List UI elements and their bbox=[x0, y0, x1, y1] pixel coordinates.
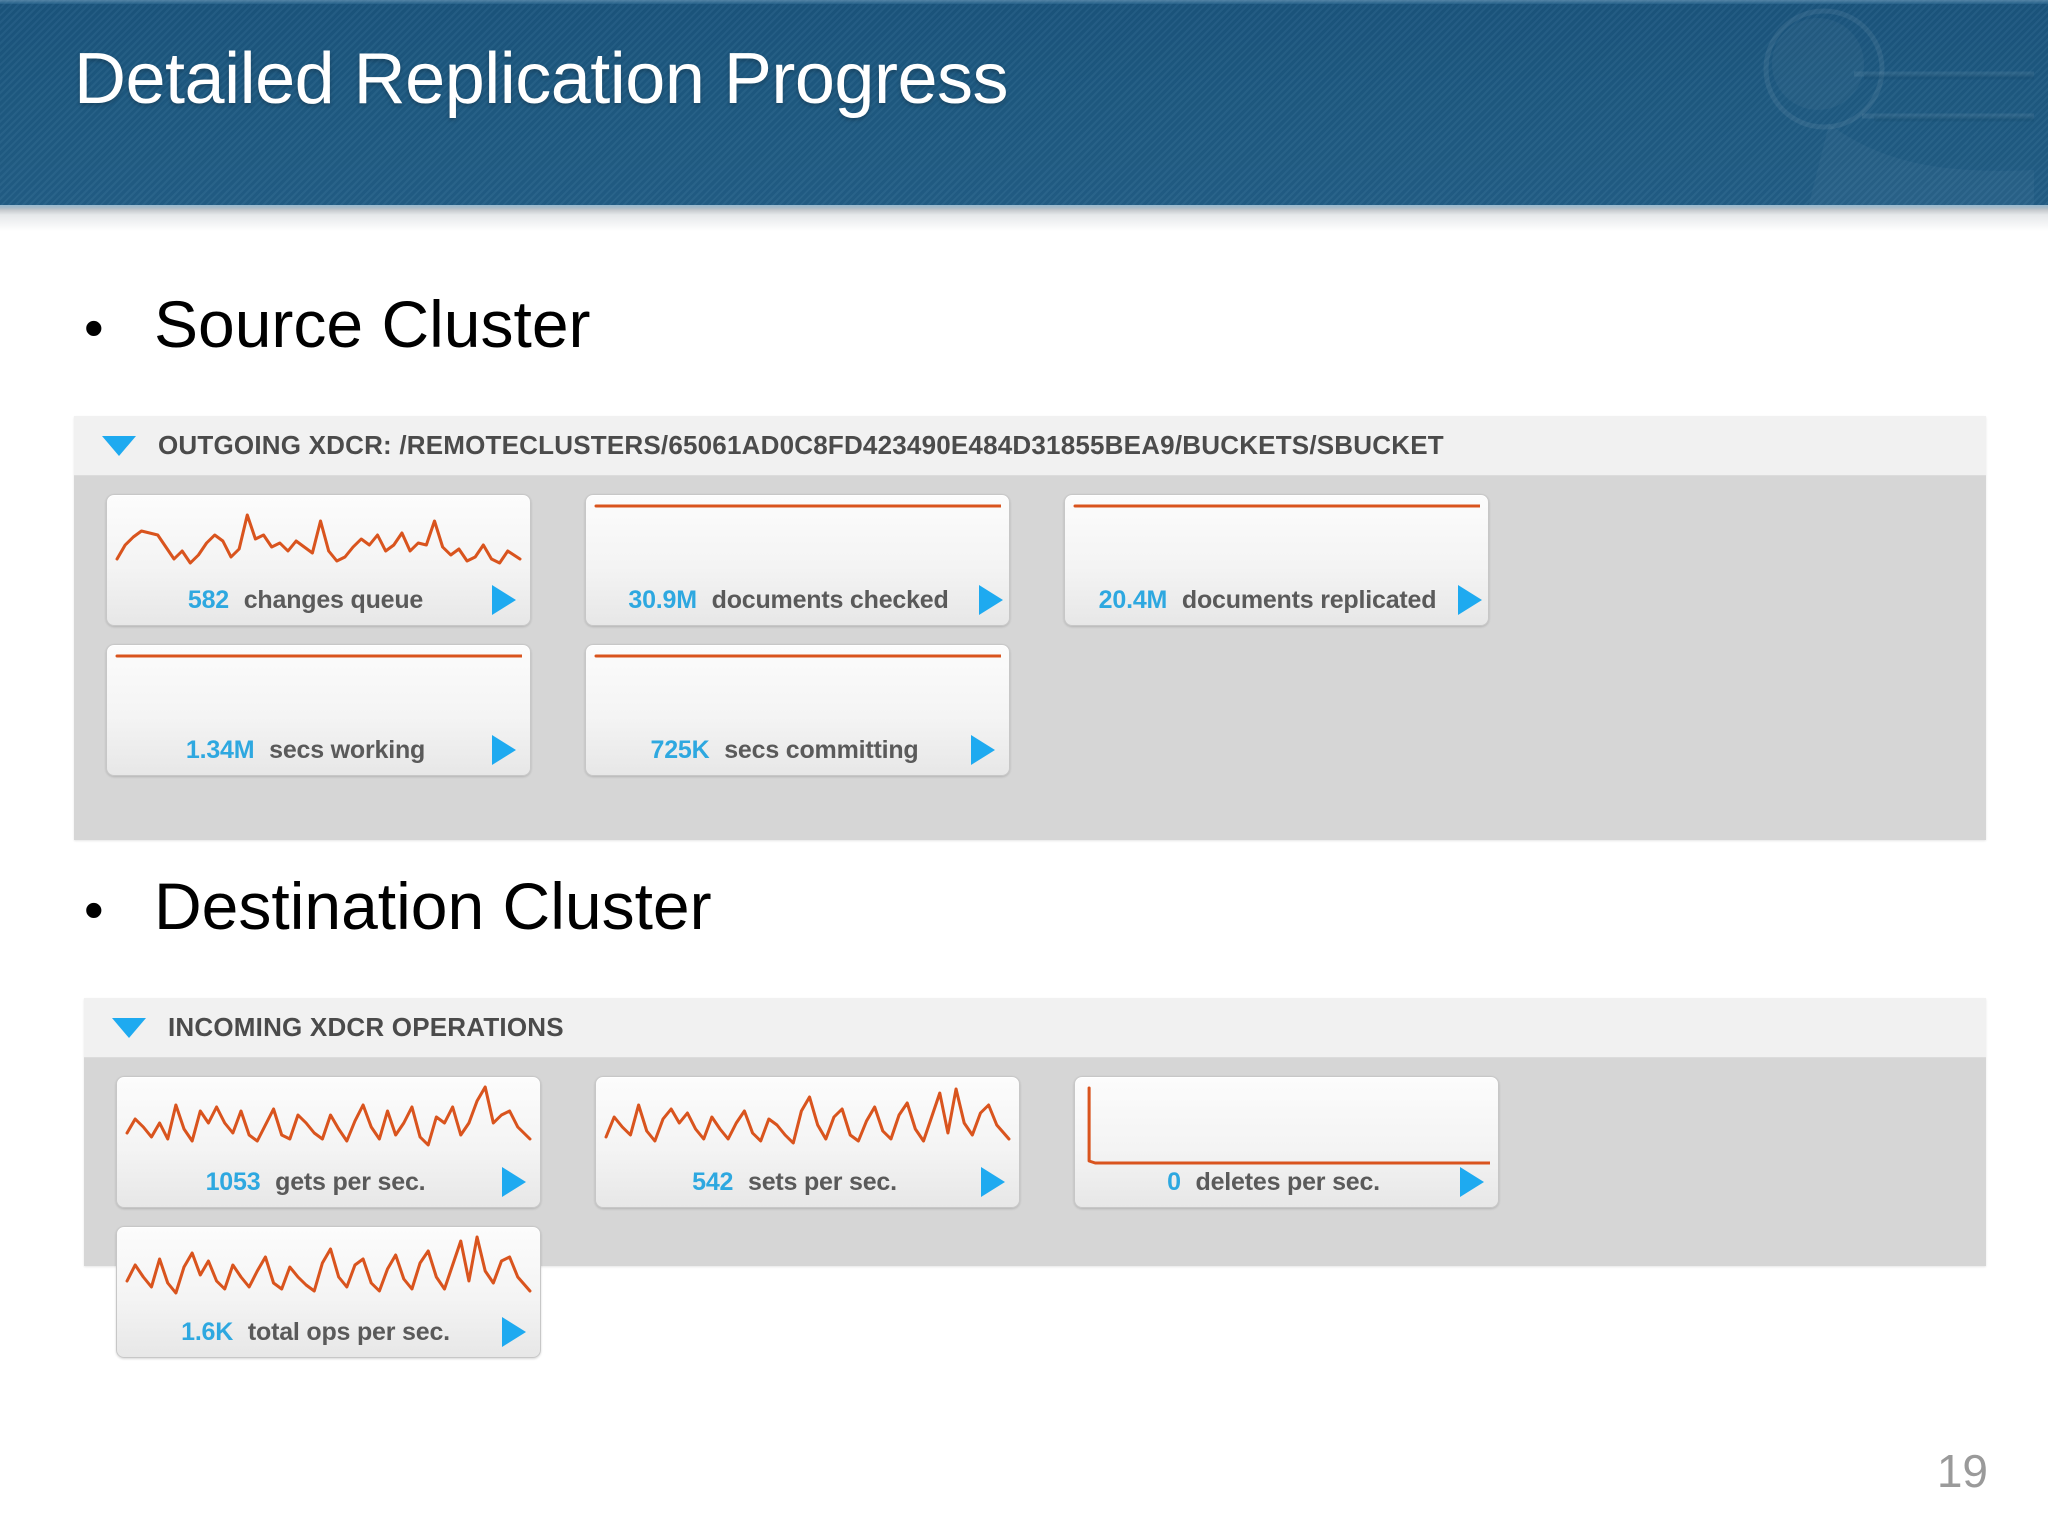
sparkline-documents-replicated bbox=[1073, 501, 1480, 585]
bullet-marker-icon: • bbox=[84, 878, 104, 941]
stat-tile-sets-per-sec-label: 542 sets per sec. bbox=[614, 1168, 975, 1197]
expand-arrow-icon[interactable] bbox=[492, 735, 516, 765]
page-title: Detailed Replication Progress bbox=[74, 39, 1008, 119]
page-number: 19 bbox=[1936, 1445, 1988, 1497]
stat-tile-changes-queue-label: 582 changes queue bbox=[125, 586, 486, 615]
stat-tile-secs-working[interactable]: 1.34M secs working bbox=[106, 644, 531, 776]
stat-tile-secs-working-footer: 1.34M secs working bbox=[107, 735, 530, 765]
panel-incoming-xdcr-title: INCOMING XDCR OPERATIONS bbox=[168, 1012, 564, 1042]
stat-tile-sets-per-sec-value: 542 bbox=[692, 1167, 740, 1196]
stat-tile-changes-queue-value: 582 bbox=[187, 585, 236, 614]
caret-down-icon[interactable] bbox=[112, 1017, 146, 1038]
stat-tile-documents-replicated-footer: 20.4M documents replicated bbox=[1065, 585, 1488, 615]
stat-tile-documents-checked[interactable]: 30.9M documents checked bbox=[585, 494, 1010, 626]
sparkline-documents-checked bbox=[594, 501, 1001, 585]
stat-tile-secs-committing-footer: 725K secs committing bbox=[586, 735, 1009, 765]
bullet-marker-icon: • bbox=[84, 296, 104, 359]
stat-tile-total-ops-per-sec[interactable]: 1.6K total ops per sec. bbox=[116, 1226, 541, 1358]
expand-arrow-icon[interactable] bbox=[971, 735, 995, 765]
stat-tile-gets-per-sec-text: gets per sec. bbox=[275, 1167, 426, 1196]
stat-tile-deletes-per-sec-footer: 0 deletes per sec. bbox=[1075, 1167, 1498, 1197]
sparkline-total-ops-per-sec bbox=[125, 1233, 532, 1317]
panel-outgoing-xdcr: OUTGOING XDCR: /REMOTECLUSTERS/65061AD0C… bbox=[74, 416, 1986, 840]
header-drop-shadow bbox=[0, 205, 2048, 231]
bullet-destination-cluster-label: Destination Cluster bbox=[154, 869, 712, 943]
stat-tile-secs-committing-value: 725K bbox=[650, 735, 717, 764]
stat-tile-sets-per-sec-text: sets per sec. bbox=[747, 1167, 897, 1196]
expand-arrow-icon[interactable] bbox=[502, 1317, 526, 1347]
stat-tile-documents-replicated[interactable]: 20.4M documents replicated bbox=[1064, 494, 1489, 626]
stat-tile-documents-checked-label: 30.9M documents checked bbox=[604, 586, 973, 615]
stat-tile-total-ops-per-sec-footer: 1.6K total ops per sec. bbox=[117, 1317, 540, 1347]
caret-down-icon[interactable] bbox=[102, 435, 136, 456]
stat-tile-gets-per-sec[interactable]: 1053 gets per sec. bbox=[116, 1076, 541, 1208]
stat-tile-secs-working-value: 1.34M bbox=[185, 735, 262, 764]
stat-tile-gets-per-sec-footer: 1053 gets per sec. bbox=[117, 1167, 540, 1197]
stat-tile-gets-per-sec-value: 1053 bbox=[205, 1167, 268, 1196]
stat-tile-total-ops-per-sec-label: 1.6K total ops per sec. bbox=[135, 1318, 496, 1347]
panel-outgoing-xdcr-title: OUTGOING XDCR: /REMOTECLUSTERS/65061AD0C… bbox=[158, 430, 1444, 460]
stat-tile-deletes-per-sec-label: 0 deletes per sec. bbox=[1093, 1168, 1454, 1197]
expand-arrow-icon[interactable] bbox=[981, 1167, 1005, 1197]
stat-tile-secs-committing-text: secs committing bbox=[724, 735, 919, 764]
stat-tile-documents-checked-text: documents checked bbox=[711, 585, 949, 614]
panel-outgoing-xdcr-body: 582 changes queue 30.9M documents checke… bbox=[74, 476, 1986, 814]
panel-outgoing-xdcr-header[interactable]: OUTGOING XDCR: /REMOTECLUSTERS/65061AD0C… bbox=[74, 416, 1986, 476]
stat-tile-changes-queue[interactable]: 582 changes queue bbox=[106, 494, 531, 626]
stat-tile-documents-checked-footer: 30.9M documents checked bbox=[586, 585, 1009, 615]
stat-tile-deletes-per-sec[interactable]: 0 deletes per sec. bbox=[1074, 1076, 1499, 1208]
expand-arrow-icon[interactable] bbox=[502, 1167, 526, 1197]
sparkline-sets-per-sec bbox=[604, 1083, 1011, 1167]
panel-incoming-xdcr-header[interactable]: INCOMING XDCR OPERATIONS bbox=[84, 998, 1986, 1058]
expand-arrow-icon[interactable] bbox=[1458, 585, 1482, 615]
sparkline-changes-queue bbox=[115, 501, 522, 585]
slide-header-band: Detailed Replication Progress bbox=[0, 0, 2048, 205]
stat-tile-deletes-per-sec-value: 0 bbox=[1167, 1167, 1188, 1196]
stat-tile-documents-replicated-label: 20.4M documents replicated bbox=[1083, 586, 1452, 615]
expand-arrow-icon[interactable] bbox=[492, 585, 516, 615]
sparkline-deletes-per-sec bbox=[1083, 1083, 1490, 1167]
stat-tile-secs-committing[interactable]: 725K secs committing bbox=[585, 644, 1010, 776]
stat-tile-gets-per-sec-label: 1053 gets per sec. bbox=[135, 1168, 496, 1197]
stat-tile-changes-queue-footer: 582 changes queue bbox=[107, 585, 530, 615]
expand-arrow-icon[interactable] bbox=[1460, 1167, 1484, 1197]
stat-tile-secs-committing-label: 725K secs committing bbox=[604, 736, 965, 765]
stat-tile-secs-working-text: secs working bbox=[269, 735, 426, 764]
stat-tile-secs-working-label: 1.34M secs working bbox=[125, 736, 486, 765]
bullet-source-cluster: • Source Cluster bbox=[84, 286, 591, 362]
stat-tile-documents-replicated-value: 20.4M bbox=[1098, 585, 1174, 614]
bullet-source-cluster-label: Source Cluster bbox=[154, 287, 591, 361]
sparkline-secs-committing bbox=[594, 651, 1001, 735]
stat-tile-sets-per-sec-footer: 542 sets per sec. bbox=[596, 1167, 1019, 1197]
stat-tile-documents-replicated-text: documents replicated bbox=[1181, 585, 1437, 614]
stat-tile-documents-checked-value: 30.9M bbox=[628, 585, 704, 614]
header-decorative-watermark bbox=[1763, 8, 2034, 130]
panel-incoming-xdcr-body: 1053 gets per sec. 542 sets per sec. bbox=[84, 1058, 1986, 1396]
bullet-destination-cluster: • Destination Cluster bbox=[84, 868, 712, 944]
stat-tile-changes-queue-text: changes queue bbox=[243, 585, 424, 614]
sparkline-gets-per-sec bbox=[125, 1083, 532, 1167]
expand-arrow-icon[interactable] bbox=[979, 585, 1003, 615]
panel-incoming-xdcr: INCOMING XDCR OPERATIONS 1053 gets per s… bbox=[84, 998, 1986, 1358]
stat-tile-total-ops-per-sec-value: 1.6K bbox=[181, 1317, 240, 1346]
sparkline-secs-working bbox=[115, 651, 522, 735]
stat-tile-total-ops-per-sec-text: total ops per sec. bbox=[247, 1317, 450, 1346]
stat-tile-deletes-per-sec-text: deletes per sec. bbox=[1195, 1167, 1381, 1196]
header-top-accent-line bbox=[0, 0, 2048, 4]
stat-tile-sets-per-sec[interactable]: 542 sets per sec. bbox=[595, 1076, 1020, 1208]
